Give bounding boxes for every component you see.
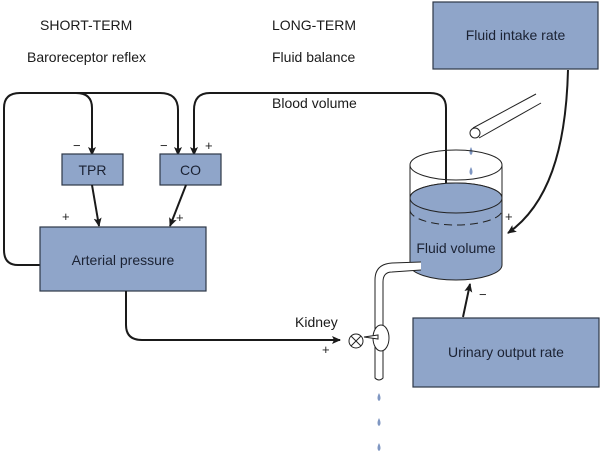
long-term-subheading: Fluid balance	[272, 49, 355, 65]
arrow-co-to-ap	[169, 184, 187, 227]
arrow-output-to-fluid-volume	[462, 283, 473, 318]
fluid-volume-minus-sign: −	[479, 287, 487, 302]
fluid-intake-rate-label: Fluid intake rate	[466, 27, 566, 43]
ap-plus-sign-left: +	[62, 209, 70, 224]
kidney-valve-icon	[348, 333, 364, 349]
arrow-tpr-to-ap	[91, 184, 102, 227]
kidney-plus-sign: +	[322, 342, 330, 357]
co-label: CO	[180, 162, 201, 178]
arrow-intake-to-fluid-volume	[507, 69, 569, 234]
water-drop-icon	[377, 443, 381, 451]
co-minus-sign: −	[160, 138, 168, 153]
fluid-volume-label: Fluid volume	[416, 240, 496, 256]
fluid-volume-plus-sign: +	[505, 209, 513, 224]
kidney-label: Kidney	[295, 314, 338, 330]
intake-pipe	[469, 93, 542, 139]
fluid-intake-rate-box	[432, 1, 599, 70]
tpr-label: TPR	[79, 162, 107, 178]
loop-ap-to-tpr	[3, 92, 96, 266]
co-plus-sign: +	[205, 138, 213, 153]
outlet-pipe	[363, 261, 422, 381]
arterial-pressure-label: Arterial pressure	[72, 252, 175, 268]
water-drop-icon	[377, 393, 381, 401]
water-drop-icon	[377, 418, 381, 426]
loop-blood-volume-to-co	[190, 92, 447, 210]
loop-ap-to-co	[76, 92, 182, 156]
ap-plus-sign-right: +	[176, 210, 184, 225]
tpr-box	[61, 153, 124, 186]
fluid-volume-tank	[409, 149, 503, 281]
short-term-subheading: Baroreceptor reflex	[27, 49, 146, 65]
arrow-ap-to-kidney	[125, 291, 341, 344]
urinary-output-rate-box	[412, 317, 600, 388]
arterial-pressure-box	[39, 226, 207, 292]
blood-volume-label: Blood volume	[272, 95, 357, 111]
tpr-minus-sign: −	[73, 138, 81, 153]
short-term-heading: SHORT-TERM	[40, 17, 132, 33]
water-drop-icon	[469, 167, 473, 175]
co-box	[159, 153, 222, 186]
urinary-output-rate-label: Urinary output rate	[448, 344, 564, 360]
long-term-heading: LONG-TERM	[272, 17, 356, 33]
